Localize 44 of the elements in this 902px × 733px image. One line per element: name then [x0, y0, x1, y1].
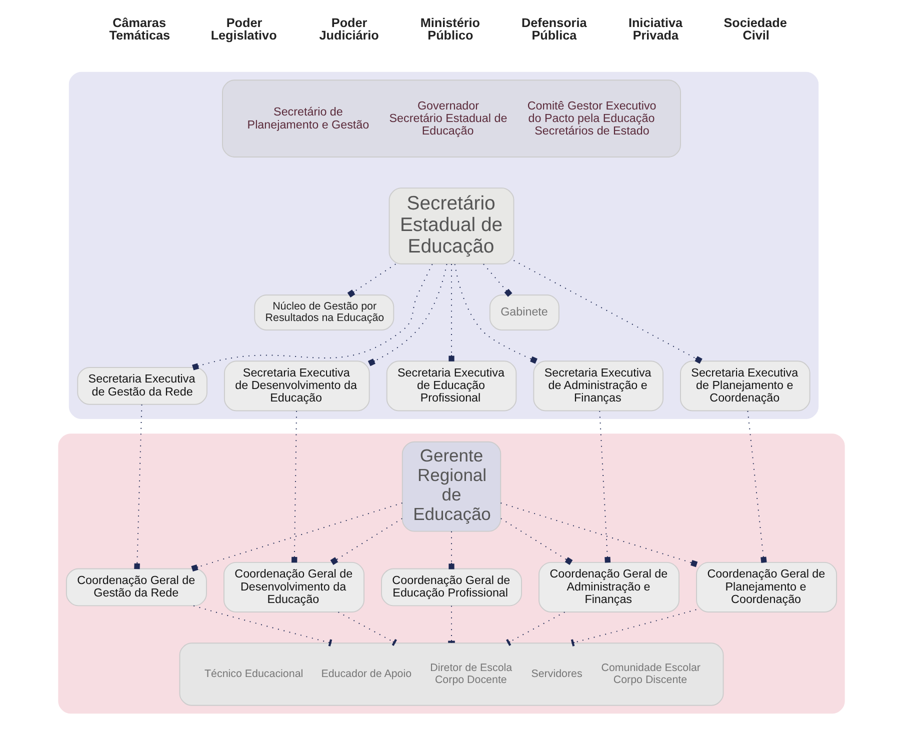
- node-box: Secretaria Executiva de Administração e Finanças: [532, 360, 663, 412]
- connector: [330, 518, 402, 565]
- connector: [598, 410, 610, 563]
- node-box: Núcleo de Gestão por Resultados na Educação: [254, 294, 394, 331]
- node-box: Gerente Regional de Educação: [401, 441, 501, 532]
- connector: [512, 260, 702, 364]
- label: Poder Judiciário: [318, 16, 378, 43]
- connector: [448, 530, 454, 570]
- connector: [346, 264, 396, 298]
- node-box: Coordenação Geral de Gestão da Rede: [65, 568, 206, 606]
- connector: [500, 502, 698, 568]
- cluster: [68, 72, 818, 419]
- node-box: Coordenação Geral de Administração e Finanças: [538, 562, 680, 612]
- connector: [337, 612, 396, 646]
- connector: [192, 264, 432, 370]
- connector: [506, 612, 565, 646]
- connector: [367, 264, 447, 366]
- node-box: Secretaria Executiva de Desenvolvimento da Educação: [223, 360, 370, 412]
- label: Poder Legislativo: [210, 16, 276, 43]
- connector: [192, 605, 332, 646]
- node-box: Secretaria Executiva de Gestão da Rede: [76, 366, 207, 405]
- connector: [746, 410, 766, 563]
- node-box: Coordenação Geral de Educação Profissional: [380, 568, 522, 606]
- label: Defensoria Pública: [521, 16, 586, 43]
- label: Ministério Público: [420, 16, 480, 43]
- node-box: Coordenação Geral de Desenvolvimento da Educação: [222, 562, 364, 612]
- connector: [500, 518, 572, 565]
- label: Sociedade Civil: [723, 16, 786, 43]
- label: Iniciativa Privada: [628, 16, 682, 43]
- connector: [134, 404, 142, 570]
- connector: [570, 609, 696, 646]
- connector: [482, 264, 512, 297]
- connector: [448, 264, 454, 362]
- connector: [454, 264, 537, 364]
- node-box: Secretaria Executiva de Educação Profissional: [386, 360, 516, 412]
- node-box: Secretário Estadual de Educação: [388, 188, 514, 264]
- node-box: Gabinete: [488, 294, 559, 331]
- cluster: [58, 434, 844, 714]
- node-box: Secretaria Executiva de Planejamento e Coordenação: [680, 360, 810, 412]
- node-box: Secretário de Planejamento e Gestão Governador Secretário Estadual de Educação Comitê Gestor Executivo do Pacto pela Educação Secretários de Estado: [222, 80, 680, 158]
- connector: [448, 605, 454, 644]
- connector: [190, 502, 402, 572]
- node-box: Coordenação Geral de Planejamento e Coordenação: [696, 562, 837, 612]
- label: Câmaras Temáticas: [108, 16, 170, 43]
